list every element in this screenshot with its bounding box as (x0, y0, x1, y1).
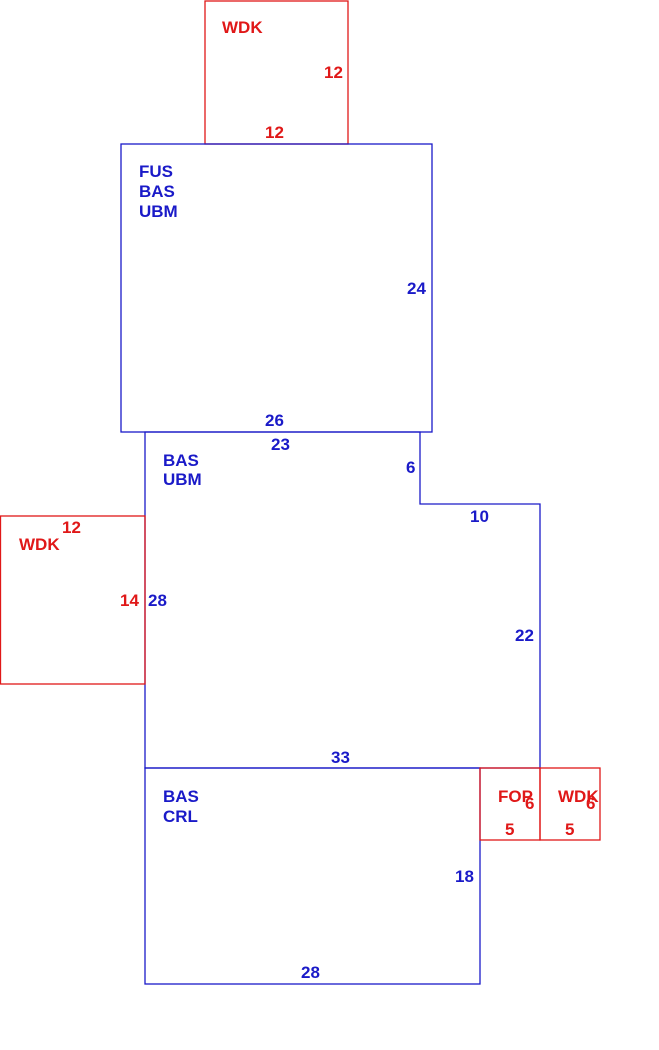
lower-section-dim-bottom: 28 (301, 963, 320, 982)
middle-section: BAS UBM 23 6 10 22 28 33 (144, 431, 541, 769)
middle-section-dim-top: 23 (271, 435, 290, 454)
middle-section-outline (144, 431, 541, 769)
top-deck-code: WDK (222, 18, 263, 37)
right-deck-dim-right: 6 (586, 794, 595, 813)
left-deck-outline (0, 515, 146, 685)
upper-story: FUS BAS UBM 24 26 (120, 143, 433, 433)
porch-dim-right: 6 (525, 794, 534, 813)
upper-story-code-2: BAS (139, 182, 175, 201)
middle-section-dim-bottom: 33 (331, 748, 350, 767)
left-deck: WDK 12 14 (0, 515, 146, 685)
left-deck-dim-right: 14 (120, 591, 139, 610)
middle-section-code-2: UBM (163, 470, 202, 489)
upper-story-code-1: FUS (139, 162, 173, 181)
right-deck-outline (539, 767, 601, 841)
upper-story-code-3: UBM (139, 202, 178, 221)
lower-section-code-1: BAS (163, 787, 199, 806)
porch-code: FOP (498, 787, 533, 806)
lower-section-outline (144, 767, 481, 985)
porch: FOP 6 5 (479, 767, 541, 841)
right-deck: WDK 6 5 (539, 767, 601, 841)
middle-section-dim-notch-width: 10 (470, 507, 489, 526)
middle-section-dim-notch-height: 6 (406, 458, 415, 477)
left-deck-dim-top: 12 (62, 518, 81, 537)
lower-section-code-2: CRL (163, 807, 198, 826)
porch-dim-bottom: 5 (505, 820, 514, 839)
upper-story-dim-right: 24 (407, 279, 426, 298)
middle-section-dim-left: 28 (148, 591, 167, 610)
top-deck: WDK 12 12 (204, 0, 349, 145)
lower-section: BAS CRL 18 28 (144, 767, 481, 985)
middle-section-dim-right: 22 (515, 626, 534, 645)
top-deck-dim-right: 12 (324, 63, 343, 82)
lower-section-dim-right: 18 (455, 867, 474, 886)
right-deck-dim-bottom: 5 (565, 820, 574, 839)
middle-section-code-1: BAS (163, 451, 199, 470)
top-deck-dim-bottom: 12 (265, 123, 284, 142)
upper-story-dim-bottom: 26 (265, 411, 284, 430)
left-deck-code: WDK (19, 535, 60, 554)
right-deck-code: WDK (558, 787, 599, 806)
